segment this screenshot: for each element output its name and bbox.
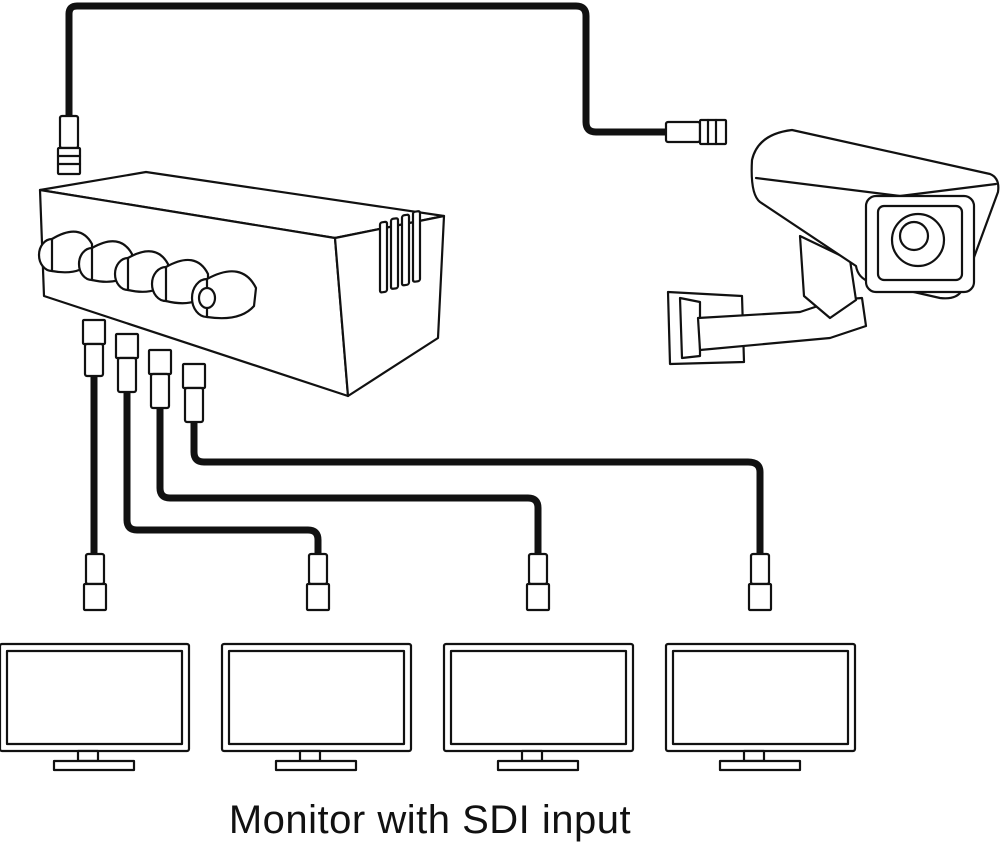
monitor-icon [664,642,857,772]
output-cables [90,368,764,564]
input-bnc-connector-camera [664,118,728,146]
input-cable [65,2,672,136]
camera-icon [666,128,1000,366]
monitor-icon [0,642,191,772]
output-bnc-connectors-monitors [82,552,773,612]
monitor-icon [220,642,413,772]
input-bnc-connector-splitter [56,114,82,176]
output-bnc-connectors-splitter [81,318,207,424]
caption: Monitor with SDI input [228,798,632,842]
splitter-bnc-ports [37,230,258,320]
vent-slots [378,210,422,294]
sdi-splitter [37,170,446,398]
monitor-icon [442,642,635,772]
